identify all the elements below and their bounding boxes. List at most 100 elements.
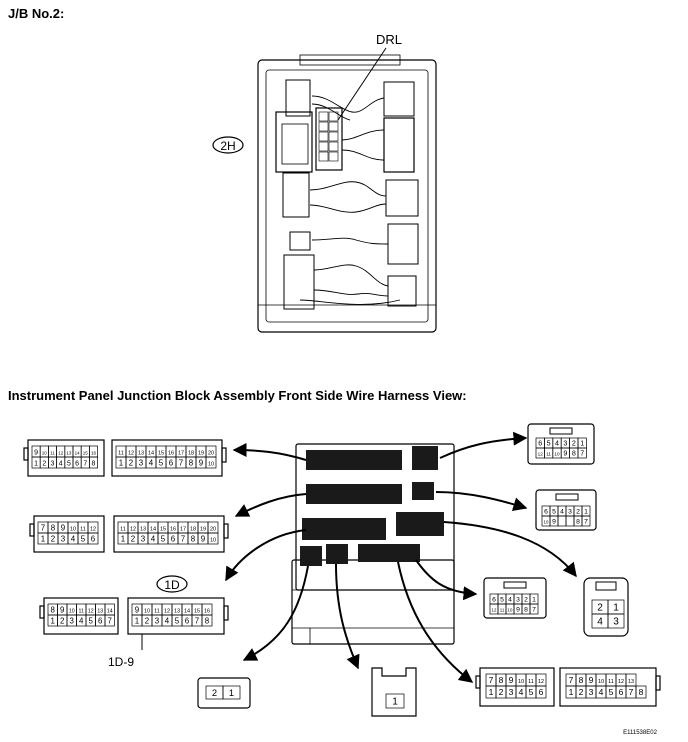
junction-block-slots [300, 446, 444, 566]
pin-number: 8 [499, 675, 504, 685]
pin-number: 5 [81, 534, 86, 543]
pin-number: 13 [66, 450, 72, 455]
pin-number: 6 [538, 440, 542, 448]
connector-bodies [23, 423, 661, 717]
pin-number: 11 [500, 608, 505, 613]
pin-number: 4 [59, 460, 63, 467]
pin-number: 3 [613, 617, 619, 628]
pin-number: 10 [554, 452, 560, 457]
pin-number: 20 [210, 526, 216, 532]
pin-cell [222, 685, 241, 700]
pin-number: 6 [539, 687, 544, 697]
pin-number: 2 [145, 616, 149, 625]
pin-cell [104, 614, 115, 627]
pin-number: 4 [79, 616, 84, 625]
pin-number: 3 [589, 687, 594, 697]
pin-number: 1 [119, 458, 124, 467]
pin-number: 9 [34, 449, 38, 456]
pin-number: 10 [518, 679, 524, 685]
pin-number: 3 [61, 534, 66, 543]
pin-number: 11 [50, 450, 55, 455]
pin-cell [635, 685, 647, 699]
pin-number: 12 [128, 450, 134, 456]
pin-number: 9 [516, 607, 520, 614]
pin-number: 7 [179, 458, 183, 467]
pin-cell [201, 614, 213, 627]
pin-number: 7 [580, 450, 584, 458]
pin-number: 6 [185, 616, 190, 625]
pin-number: 6 [98, 616, 103, 625]
pin-number: 5 [175, 616, 180, 625]
pin-number: 19 [198, 450, 204, 456]
pin-number: 15 [194, 608, 200, 614]
pin-number: 13 [97, 608, 103, 614]
pin-number: 15 [83, 450, 89, 455]
pin-number: 12 [492, 608, 497, 613]
pin-number: 11 [546, 452, 551, 457]
pin-number: 8 [191, 534, 196, 543]
pin-number: 6 [544, 509, 548, 516]
pin-number: 1 [51, 616, 56, 625]
pin-number: 1 [532, 597, 536, 604]
figure-code: E111538E02 [623, 730, 657, 736]
harness-arrows [225, 431, 577, 683]
pin-number: 1 [489, 687, 494, 697]
pin-number: 6 [91, 534, 96, 543]
pin-number: 10 [69, 608, 75, 614]
pin-number: 12 [538, 679, 544, 685]
pin-number: 10 [70, 526, 76, 532]
pin-number: 15 [158, 450, 164, 456]
pin-number: 9 [60, 605, 65, 614]
pin-number: 7 [489, 675, 494, 685]
pin-number: 5 [609, 687, 614, 697]
pin-number: 2 [212, 688, 217, 698]
pin-number: 6 [171, 534, 176, 543]
pin-number: 10 [42, 450, 48, 455]
pin-cell [205, 456, 217, 469]
pin-cell [607, 613, 625, 629]
pin-number: 14 [148, 450, 154, 456]
pin-number: 7 [83, 460, 87, 467]
pin-number: 5 [529, 687, 534, 697]
harness-view-title: Instrument Panel Junction Block Assembly… [8, 388, 467, 403]
pin-number: 10 [508, 608, 513, 613]
pin-number: 4 [555, 440, 559, 448]
pin-number: 2 [579, 687, 584, 697]
pin-number: 2 [60, 616, 64, 625]
pin-number: 10 [210, 537, 216, 543]
jb2-block [257, 47, 437, 333]
pin-number: 8 [205, 616, 210, 625]
pin-number: 8 [92, 460, 96, 467]
pin-number: 13 [138, 450, 144, 456]
pin-number: 11 [154, 608, 160, 614]
pin-number: 16 [204, 608, 210, 614]
pin-cell [87, 532, 99, 545]
pin-number: 11 [80, 526, 86, 532]
pin-number: 8 [524, 607, 528, 614]
pin-number: 13 [628, 679, 634, 685]
pin-number: 2 [597, 603, 603, 614]
pin-number: 12 [88, 608, 94, 614]
pin-cell [557, 515, 567, 527]
jb2-title: J/B No.2: [8, 6, 65, 21]
pin-number: 5 [159, 458, 164, 467]
pin-number: 4 [519, 687, 524, 697]
pin-number: 2 [131, 534, 135, 543]
pin-number: 4 [165, 616, 170, 625]
pin-number: 2 [499, 687, 504, 697]
pin-number: 9 [201, 534, 206, 543]
label-1d9: 1D-9 [108, 655, 134, 669]
pin-number: 1 [121, 534, 126, 543]
pin-number: 5 [500, 597, 504, 604]
pin-number: 12 [618, 679, 624, 685]
pin-number: 1 [569, 687, 574, 697]
pin-number: 16 [91, 450, 97, 455]
pin-number: 10 [208, 461, 214, 467]
pin-number: 3 [139, 458, 144, 467]
pin-number: 3 [568, 509, 572, 516]
pin-number: 12 [90, 526, 96, 532]
pin-number: 14 [75, 450, 81, 455]
pin-number: 9 [589, 675, 594, 685]
pin-number: 4 [149, 458, 154, 467]
pin-number: 12 [538, 452, 544, 457]
